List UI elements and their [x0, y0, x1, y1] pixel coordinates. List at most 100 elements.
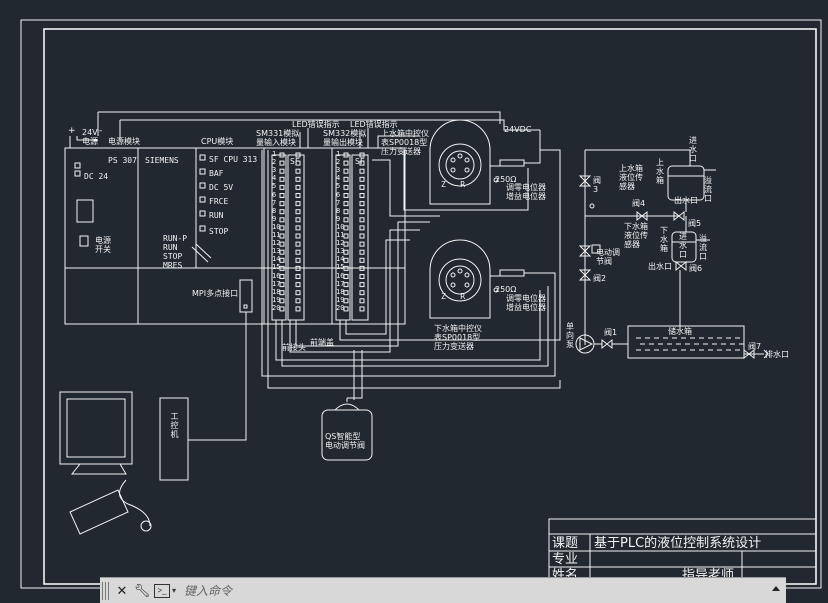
zr-bottom-label: Z R: [441, 292, 466, 301]
sm332b-terminal-box: [359, 193, 365, 198]
sm331-terminal-3: 3: [272, 166, 277, 175]
sm332-terminal-15: 15: [336, 263, 345, 272]
sm331-terminal-box: [279, 265, 285, 271]
valve6-label: 阀6: [689, 264, 703, 273]
command-bar: ✕ 🔧︎ >_ ▾: [100, 577, 786, 603]
sm332b-terminal-box: [359, 233, 365, 239]
cpu-baf-label: BAF: [209, 169, 224, 178]
command-input[interactable]: [182, 582, 747, 599]
title-topic-label: 课题: [552, 536, 579, 551]
title-block: [548, 518, 817, 585]
sm331-terminal-12: 12: [272, 239, 281, 248]
sm331b-terminal-box: [295, 241, 301, 247]
sm331b-terminal-box: [295, 152, 301, 158]
title-major-label: 专业: [552, 552, 579, 567]
cpu-dc5v-label: DC 5V: [209, 183, 234, 192]
sm331-terminal-11: 11: [272, 231, 281, 239]
reservoir-label: 储水箱: [668, 327, 692, 336]
sf2-label: SF: [355, 157, 365, 166]
sm332-terminal-1: 1: [336, 150, 341, 158]
sm331-terminal-19: 19: [272, 295, 281, 304]
sm332-terminal-13: 13: [336, 247, 345, 256]
resistor-bottom-label: 250Ω: [495, 285, 517, 294]
qs-valve: [321, 360, 373, 461]
sm331-terminal-18: 18: [272, 287, 281, 296]
sm331b-terminal-box: [295, 184, 301, 190]
sm332b-terminal-box: [359, 160, 365, 166]
sm332-terminal-box: [343, 201, 349, 207]
sm332b-terminal-box: [359, 257, 365, 263]
sm332-terminal-12: 12: [336, 239, 345, 248]
sm331-terminal-13: 13: [272, 247, 281, 256]
sm331b-terminal-box: [295, 201, 301, 207]
sm332-terminal-box: [343, 152, 349, 158]
sm331b-terminal-box: [295, 225, 301, 231]
sm332b-terminal-box: [359, 298, 365, 304]
sm332-terminal-box: [343, 265, 349, 271]
sm332-terminal-box: [343, 249, 349, 255]
sm332-terminal-box: [343, 282, 349, 288]
ps307-label: PS 307: [108, 156, 137, 165]
valve3-label: 阀 3: [593, 176, 601, 194]
lower-instrument: [429, 239, 556, 319]
sm331-terminal-box: [279, 184, 285, 190]
wrench-icon[interactable]: 🔧︎: [133, 582, 151, 598]
command-bar-grip[interactable]: [102, 581, 110, 600]
sm332b-terminal-box: [359, 217, 365, 223]
sm332-terminal-box: [343, 306, 349, 312]
sm332-terminal-18: 18: [336, 287, 345, 296]
sm332b-terminal-box: [359, 282, 365, 288]
sm331-terminal-box: [279, 193, 285, 198]
outlet-top-label: 出水口: [674, 196, 698, 205]
inlet-top-label: 进 水 口: [689, 136, 697, 163]
lower-tank-label: 下 水 箱: [660, 226, 668, 253]
command-prompt-icon[interactable]: >_ ▾: [154, 583, 176, 598]
sm331-terminal-box: [279, 160, 285, 166]
sm331-terminal-box: [279, 225, 285, 231]
sm331b-terminal-box: [295, 209, 301, 215]
sm332-terminal-box: [343, 233, 349, 239]
power-module-label: 电源模块: [108, 137, 140, 146]
sm331-terminal-box: [279, 282, 285, 288]
sm332-label: SM332模拟 量输出模块: [323, 129, 367, 147]
svg-text:+: +: [68, 126, 76, 136]
sm332-terminal-7: 7: [336, 198, 341, 207]
sm331-terminal-box: [279, 152, 285, 158]
lower-sensor-label: 下水箱 液位传 感器: [624, 222, 648, 249]
sm332b-terminal-box: [359, 274, 365, 279]
outer-frame: [20, 19, 822, 589]
sm331-terminal-2: 2: [272, 158, 277, 167]
pot-bottom-label: 调零电位器 增益电位器: [506, 294, 546, 312]
overflow-low-label: 溢 流 口: [699, 234, 707, 261]
sm332-terminal-8: 8: [336, 206, 341, 215]
sm332-terminal-19: 19: [336, 295, 345, 304]
sm332b-terminal-box: [359, 184, 365, 190]
valve1-label: 阀1: [604, 328, 618, 337]
sm331-terminal-4: 4: [272, 174, 277, 183]
sm331b-terminal-box: [295, 217, 301, 223]
sm331b-terminal-box: [295, 160, 301, 166]
valve2-label: 阀2: [593, 274, 607, 283]
sm332-terminal-box: [343, 298, 349, 304]
inlet-low-label: 进 水 口: [679, 232, 687, 259]
sm332b-terminal-box: [359, 152, 365, 158]
sm331-terminal-10: 10: [272, 222, 281, 231]
title-topic-value: 基于PLC的液位控制系统设计: [594, 536, 762, 551]
cpu-stop-label: STOP: [209, 227, 229, 236]
chevron-up-icon[interactable]: [772, 586, 780, 591]
sm332-terminal-17: 17: [336, 279, 345, 288]
sm331-terminal-box: [279, 241, 285, 247]
sm331b-terminal-box: [295, 282, 301, 288]
sm331-terminal-box: [279, 217, 285, 223]
sm332-terminal-9: 9: [336, 214, 341, 223]
close-icon[interactable]: ✕: [116, 582, 128, 598]
sm331-terminal-box: [279, 201, 285, 207]
sm331-terminal-6: 6: [272, 190, 277, 199]
sm332b-terminal-box: [359, 249, 365, 255]
sm332-terminal-box: [343, 209, 349, 215]
electric-valve-label: 电动调 节阀: [596, 248, 620, 266]
front-cover-label: 前端盖: [310, 338, 334, 347]
dc24-label: DC 24: [84, 172, 109, 181]
zr-top-label: Z R: [441, 180, 466, 189]
